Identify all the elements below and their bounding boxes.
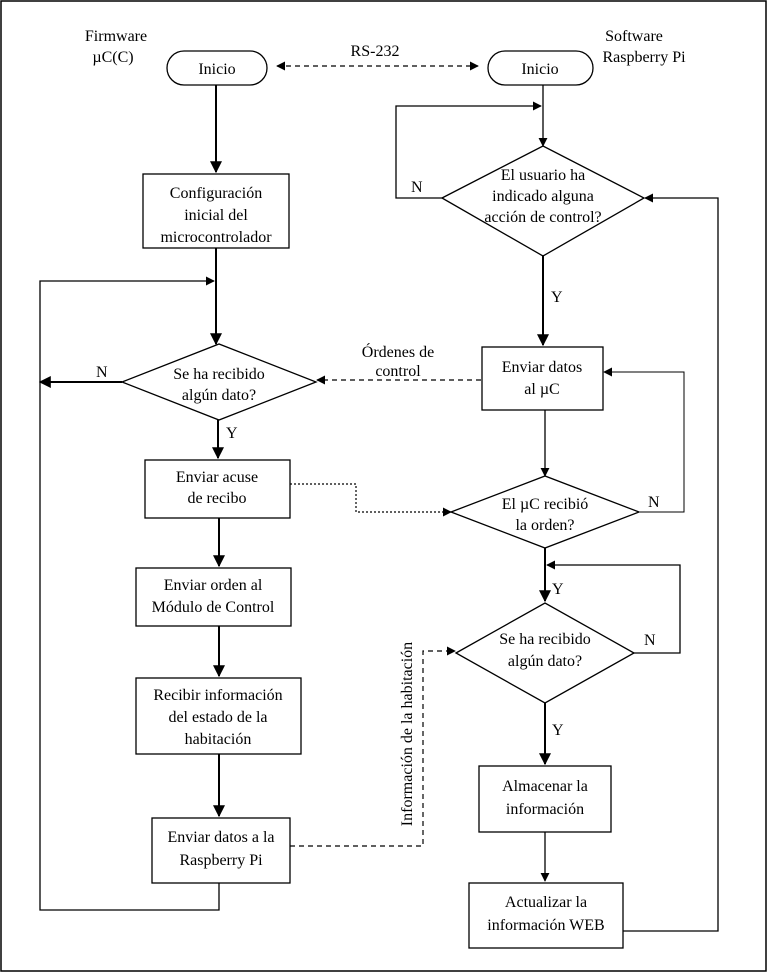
send-data-right-line-1: Enviar datos	[502, 359, 582, 376]
decision-user-line-3: acción de control?	[484, 209, 601, 226]
start-terminal-left	[166, 50, 268, 86]
orders-label: Órdenes de control	[362, 342, 434, 380]
decision-order-received	[449, 475, 641, 549]
decision-left-text: Se ha recibido algún dato?	[173, 366, 265, 404]
decision-right-line-2: algún dato?	[508, 653, 582, 670]
decision-left-line-1: Se ha recibido	[173, 366, 265, 383]
decision-right-received	[454, 602, 636, 704]
receive-info-line-1: Recibir información	[153, 687, 282, 704]
orders-line-1: Órdenes de	[362, 342, 434, 361]
label-y-order: Y	[552, 581, 564, 598]
decision-left-received	[120, 343, 318, 421]
store-box	[478, 765, 612, 833]
loop-l-back	[39, 276, 220, 911]
loop-r-received-no	[546, 560, 681, 654]
store-line-2: información	[506, 801, 584, 818]
ack-line-2: de recibo	[187, 490, 246, 507]
config-text: Configuración inicial del microcontrolad…	[160, 185, 272, 246]
ack-box	[144, 459, 291, 519]
rs232-label: RS-232	[351, 43, 400, 60]
send-order-line-2: Módulo de Control	[152, 599, 275, 616]
update-line-1: Actualizar la	[505, 894, 587, 911]
store-line-1: Almacenar la	[502, 778, 588, 795]
decision-user-text: El usuario ha indicado alguna acción de …	[484, 167, 601, 226]
ack-text: Enviar acuse de recibo	[176, 469, 258, 507]
config-box	[142, 173, 290, 249]
send-data-left-line-1: Enviar datos a la	[167, 829, 274, 846]
header-firmware-line-1: Firmware	[85, 28, 147, 45]
connectors	[38, 61, 719, 932]
receive-info-box	[135, 677, 302, 755]
receive-info-line-3: habitación	[185, 731, 252, 748]
receive-info-line-2: del estado de la	[168, 709, 267, 726]
decision-right-received-text: Se ha recibido algún dato?	[499, 631, 591, 670]
send-data-left-text: Enviar datos a la Raspberry Pi	[167, 829, 274, 869]
header-firmware: Firmware µC(C)	[85, 28, 147, 66]
label-n-left: N	[96, 364, 108, 381]
room-info-label: Información de la habitación	[399, 642, 416, 826]
header-software-line-1: Software	[605, 28, 663, 45]
header-software: Software Raspberry Pi	[602, 28, 686, 66]
label-n-user: N	[411, 179, 423, 196]
label-n-received: N	[644, 632, 656, 649]
decision-user-line-1: El usuario ha	[501, 167, 585, 184]
store-text: Almacenar la información	[502, 778, 588, 818]
send-data-right-box	[481, 346, 604, 411]
send-data-left-line-2: Raspberry Pi	[179, 852, 263, 869]
send-order-text: Enviar orden al Módulo de Control	[152, 577, 275, 616]
update-line-2: información WEB	[487, 917, 604, 934]
update-text: Actualizar la información WEB	[487, 894, 604, 934]
label-y-user: Y	[551, 289, 563, 306]
label-y-left: Y	[226, 425, 238, 442]
loop-r-update-back	[623, 193, 719, 932]
label-y-received: Y	[552, 722, 564, 739]
label-n-order: N	[648, 494, 660, 511]
start-right-label: Inicio	[521, 61, 558, 78]
start-left-label: Inicio	[198, 61, 235, 78]
send-data-left-box	[151, 817, 291, 884]
send-data-right-text: Enviar datos al µC	[502, 359, 582, 398]
decision-user-action	[440, 145, 646, 257]
header-software-line-2: Raspberry Pi	[602, 49, 686, 66]
header-firmware-line-2: µC(C)	[92, 49, 133, 66]
arrow-ack-to-check	[290, 483, 452, 517]
decision-order-line-1: El µC recibió	[502, 496, 589, 513]
loop-r-user-no	[395, 101, 542, 199]
decision-left-line-2: algún dato?	[182, 387, 256, 404]
decision-order-text: El µC recibió la orden?	[502, 496, 589, 534]
loop-r-order-no	[603, 367, 685, 513]
send-order-line-1: Enviar orden al	[164, 577, 263, 594]
update-box	[468, 882, 624, 949]
receive-info-text: Recibir información del estado de la hab…	[153, 687, 282, 748]
orders-line-2: control	[375, 363, 421, 380]
decision-order-line-2: la orden?	[515, 517, 574, 534]
ack-line-1: Enviar acuse	[176, 469, 258, 486]
config-line-3: microcontrolador	[160, 229, 272, 246]
send-data-right-line-2: al µC	[524, 381, 559, 398]
send-order-box	[135, 567, 292, 627]
arrow-room-info	[290, 646, 456, 847]
decision-right-line-1: Se ha recibido	[499, 631, 591, 648]
config-line-2: inicial del	[184, 207, 248, 224]
decision-user-line-2: indicado alguna	[492, 188, 594, 205]
start-terminal-right	[487, 50, 594, 86]
config-line-1: Configuración	[170, 185, 262, 202]
